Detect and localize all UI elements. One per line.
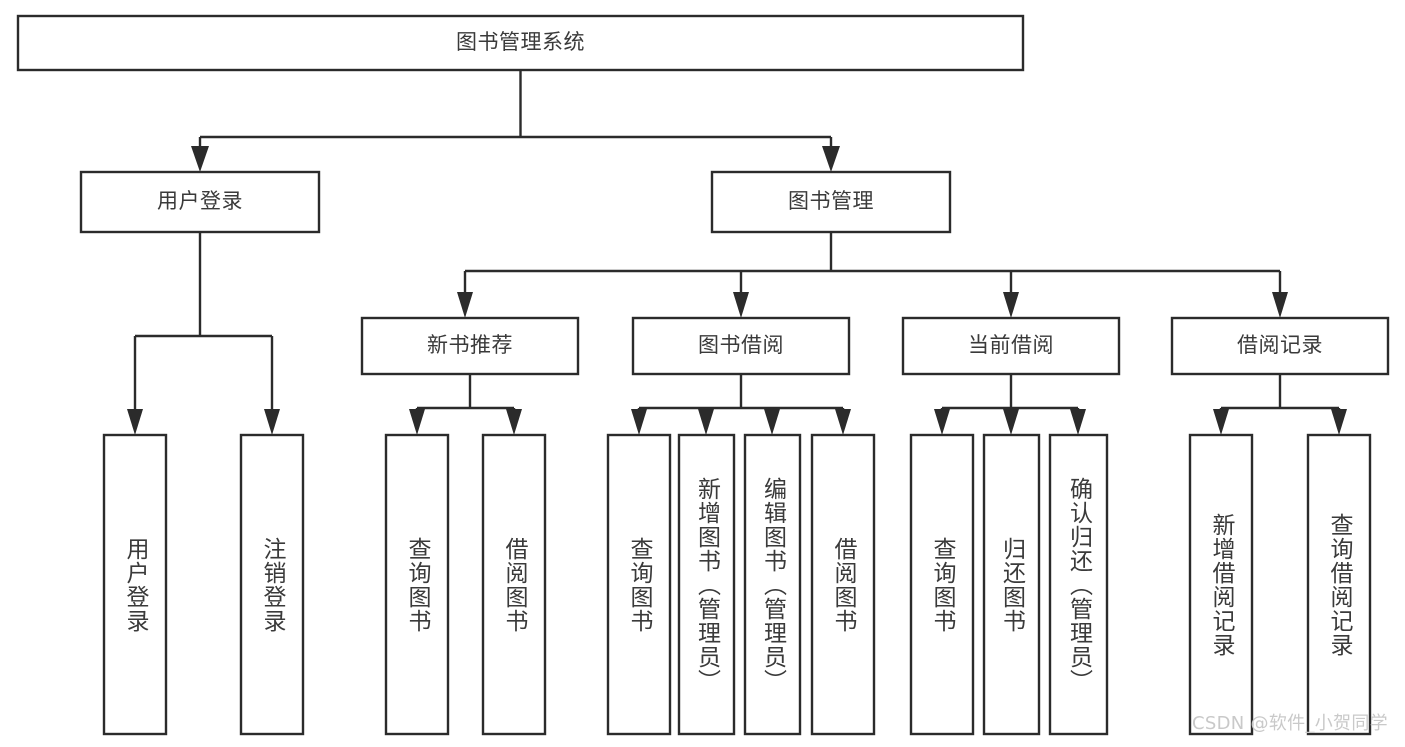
node-box-leaf-add-book[interactable]: [677, 433, 736, 736]
arrow-head-book-borrow: [733, 292, 749, 318]
arrow-head-leaf-query-book-1: [409, 409, 425, 435]
node-box-leaf-edit-book[interactable]: [743, 433, 802, 736]
arrow-head-user-login: [191, 146, 209, 172]
node-box-book-manage[interactable]: [710, 170, 952, 234]
arrow-head-leaf-edit-book: [764, 409, 780, 435]
node-box-new-book-recommend[interactable]: [360, 316, 580, 376]
node-box-book-borrow[interactable]: [631, 316, 851, 376]
node-box-borrow-record[interactable]: [1170, 316, 1390, 376]
watermark-text: CSDN @软件_小贺同学: [1192, 713, 1388, 734]
node-box-leaf-query-book-1[interactable]: [384, 433, 450, 736]
node-box-leaf-return-book[interactable]: [982, 433, 1041, 736]
arrow-head-new-book-recommend: [457, 292, 473, 318]
node-box-leaf-add-record[interactable]: [1188, 433, 1254, 736]
node-box-leaf-query-book-2[interactable]: [606, 433, 672, 736]
node-box-leaf-borrow-book-2[interactable]: [810, 433, 876, 736]
arrow-head-leaf-query-book-2: [631, 409, 647, 435]
arrow-head-leaf-confirm-return: [1070, 409, 1086, 435]
arrow-head-leaf-return-book: [1003, 409, 1019, 435]
node-box-current-borrow[interactable]: [901, 316, 1121, 376]
arrow-head-leaf-borrow-book-2: [835, 409, 851, 435]
arrow-head-leaf-query-book-3: [934, 409, 950, 435]
arrow-head-leaf-add-book: [698, 409, 714, 435]
node-box-leaf-user-login[interactable]: [102, 433, 168, 736]
arrow-head-leaf-logout-login: [264, 409, 280, 435]
arrow-head-borrow-record: [1272, 292, 1288, 318]
arrow-head-leaf-borrow-book-1: [506, 409, 522, 435]
arrow-head-leaf-add-record: [1213, 409, 1229, 435]
node-box-leaf-logout-login[interactable]: [239, 433, 305, 736]
node-box-leaf-confirm-return[interactable]: [1048, 433, 1109, 736]
arrow-head-book-manage: [822, 146, 840, 172]
node-box-user-login[interactable]: [79, 170, 321, 234]
arrow-head-current-borrow: [1003, 292, 1019, 318]
node-box-root[interactable]: [16, 14, 1025, 72]
node-box-leaf-query-book-3[interactable]: [909, 433, 975, 736]
node-box-leaf-borrow-book-1[interactable]: [481, 433, 547, 736]
arrow-head-leaf-user-login: [127, 409, 143, 435]
arrow-head-leaf-query-record: [1331, 409, 1347, 435]
node-box-leaf-query-record[interactable]: [1306, 433, 1372, 736]
